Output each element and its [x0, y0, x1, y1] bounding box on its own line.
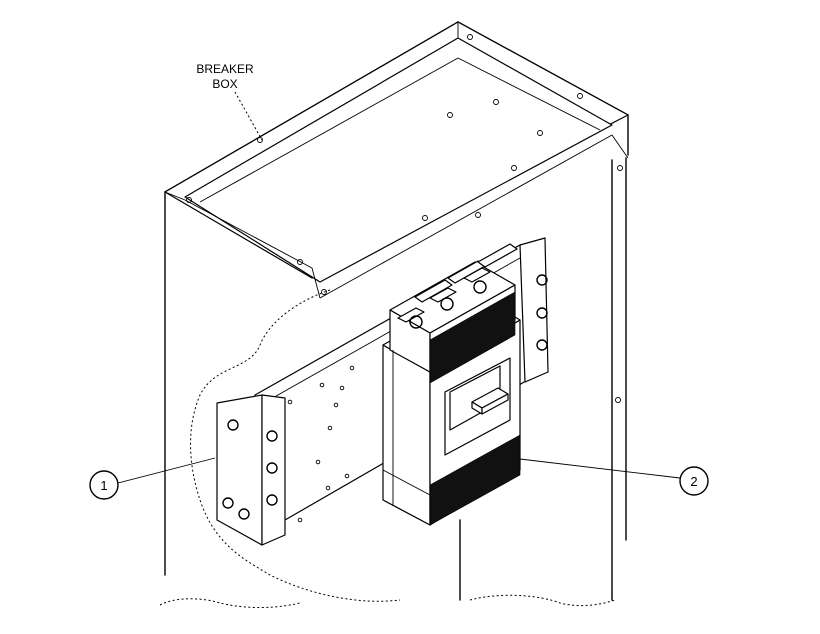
callout-2-leader [519, 458, 681, 479]
breaker-box-leader [234, 91, 263, 141]
cutaway-bottom-right [469, 594, 616, 607]
breaker-box-label-line1: BREAKER [196, 62, 254, 76]
callout-1-leader [117, 457, 216, 484]
callout-1: 1 [89, 457, 216, 500]
cutaway-outline [190, 289, 401, 602]
callout-1-circle [89, 470, 119, 500]
callout-1-number: 1 [100, 478, 107, 493]
breaker-box-tray [164, 21, 629, 403]
callout-2: 2 [519, 458, 709, 496]
callout-2-number: 2 [690, 474, 697, 489]
breaker-box-label-line2: BOX [212, 77, 237, 91]
circuit-breaker [382, 243, 521, 526]
callout-2-circle [679, 466, 709, 496]
cutaway-bottom-left [159, 598, 301, 608]
